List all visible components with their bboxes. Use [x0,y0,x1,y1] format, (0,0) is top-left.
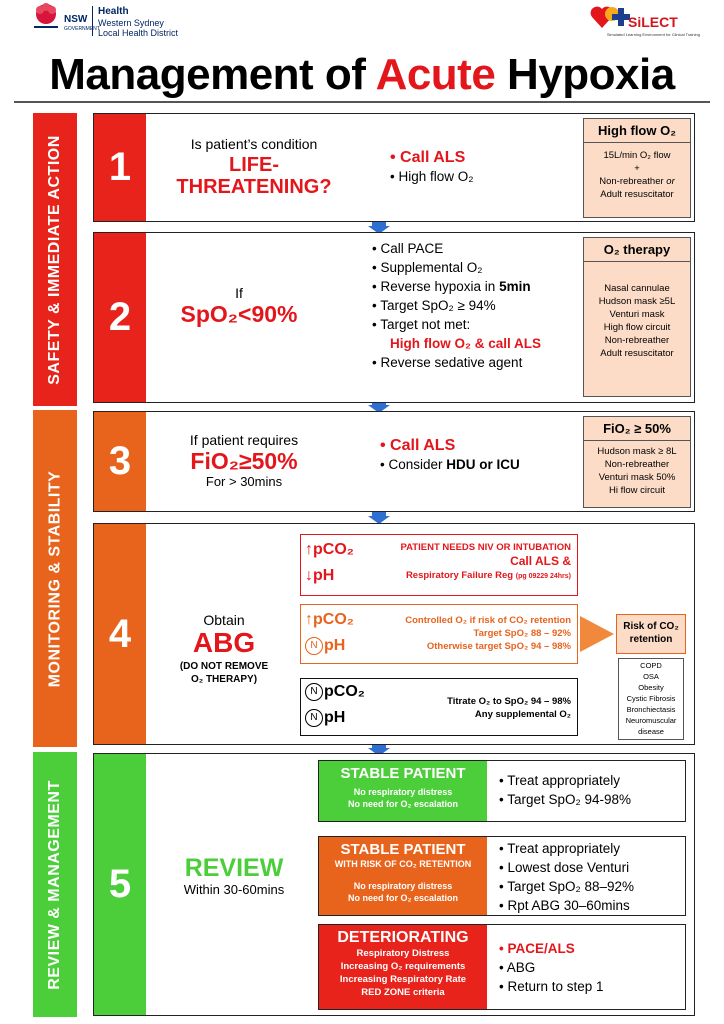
step-2: 2 If SpO₂<90% Call PACE Supplemental O₂ … [93,232,695,403]
stable-risk-box: STABLE PATIENT WITH RISK OF CO₂ RETENTIO… [318,836,686,916]
right-arrow-icon [580,616,614,652]
waratah-icon [34,3,58,28]
silect-subtitle: Simulated Learning Environment for Clini… [606,32,700,37]
band-safety: SAFETY & IMMEDIATE ACTION [33,113,77,406]
down-arrow-icon [368,512,390,524]
normal-circle-icon: N [305,709,323,727]
step1-question: Is patient’s condition LIFE- THREATENING… [176,136,332,198]
step5-review: REVIEW Within 30-60mins [183,854,285,897]
step2-actions: Call PACE Supplemental O₂ Reverse hypoxi… [372,239,541,372]
down-arrow-icon [368,744,390,756]
panel-fio2: FiO₂ ≥ 50% Hudson mask ≥ 8L Non-rebreath… [583,416,691,508]
down-arrow-icon [368,222,390,234]
panel-high-flow: High flow O₂ 15L/min O₂ flow + Non-rebre… [583,118,691,218]
step-number: 4 [94,524,146,744]
step-number: 2 [94,233,146,402]
step-5: 5 REVIEW Within 30-60mins STABLE PATIENT… [93,753,695,1016]
page-title: Management of Acute Hypoxia [49,50,675,99]
district-text: Western Sydney Local Health District [98,18,179,38]
step4-abg: Obtain ABG (DO NOT REMOVE O₂ THERAPY) [179,612,269,685]
step-number: 1 [94,114,146,221]
health-text: Health [98,6,129,17]
down-arrow-icon [368,401,390,413]
step-number: 3 [94,412,146,511]
stable-patient-box: STABLE PATIENT No respiratory distress N… [318,760,686,822]
step-4: 4 Obtain ABG (DO NOT REMOVE O₂ THERAPY) … [93,523,695,745]
step-number: 5 [94,754,146,1015]
step3-condition: If patient requires FiO₂≥50% For > 30min… [189,432,299,489]
step1-actions: Call ALS High flow O₂ [390,148,473,186]
step-3: 3 If patient requires FiO₂≥50% For > 30m… [93,411,695,512]
normal-circle-icon: N [305,683,323,701]
band-review: REVIEW & MANAGEMENT [33,752,77,1017]
nsw-text: NSW [64,14,88,25]
silect-name: SiLECT [628,14,678,30]
risk-co2-retention-box: Risk of CO₂ retention [616,614,686,654]
panel-o2-therapy: O₂ therapy Nasal cannulae Hudson mask ≥5… [583,237,691,397]
step-1: 1 Is patient’s condition LIFE- THREATENI… [93,113,695,222]
band-monitoring: MONITORING & STABILITY [33,410,77,747]
step2-condition: If SpO₂<90% [180,285,298,327]
step3-actions: Call ALS Consider HDU or ICU [380,436,519,474]
government-text: GOVERNMENT [64,26,100,32]
normal-circle-icon: N [305,637,323,655]
nsw-health-logo: NSW GOVERNMENT Health Western Sydney Loc… [30,2,180,42]
silect-logo: SiLECT Simulated Learning Environment fo… [590,2,700,42]
title-divider [14,101,710,103]
abg-box-respiratory-failure: ↑pCO₂ ↓pH PATIENT NEEDS NIV OR INTUBATIO… [300,534,578,596]
deteriorating-box: DETERIORATING Respiratory Distress Incre… [318,924,686,1010]
risk-list: COPD OSA Obesity Cystic Fibrosis Bronchi… [618,658,684,740]
heart-cross-icon [590,6,630,29]
